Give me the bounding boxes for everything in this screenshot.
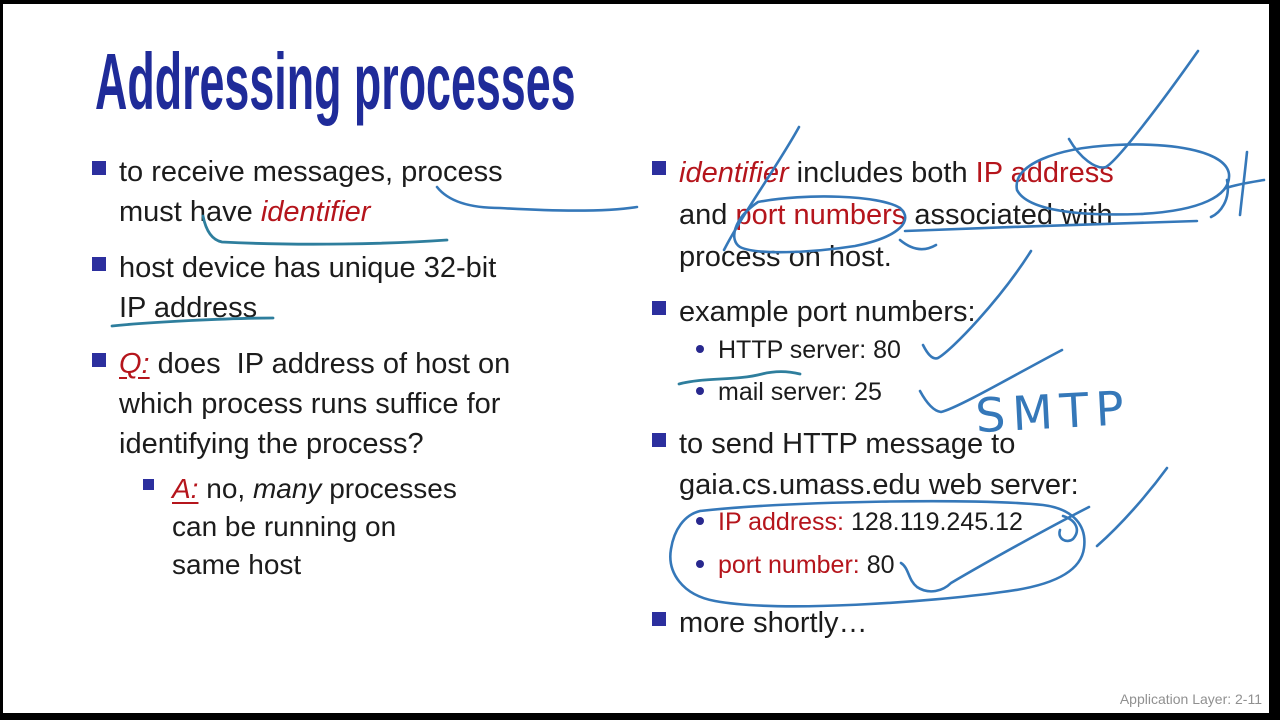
bullet-line: process on host. [679, 236, 1114, 278]
text-run: host device has unique 32-bit [119, 252, 497, 284]
bullet-square-icon [652, 301, 666, 315]
pen-curl-after-ip-value [1058, 514, 1079, 543]
slide: Addressing processes to receive messages… [3, 4, 1269, 713]
bullet-line: can be running on [172, 508, 457, 546]
pen-check-mail-25 [918, 348, 1064, 414]
text-run: gaia.cs.umass.edu web server: [679, 469, 1079, 501]
bullet-square-icon [652, 161, 666, 175]
bullet-line: to receive messages, process [119, 152, 503, 192]
slide-title: Addressing processes [95, 37, 576, 126]
text-run: example port numbers: [679, 296, 976, 328]
bullet-square-icon [92, 257, 106, 271]
text-run: process on host. [679, 241, 892, 273]
text-run: to receive messages, process [119, 156, 503, 188]
text-run: does IP address of host on [149, 348, 511, 380]
bullet-square-icon [143, 479, 154, 490]
q-label: Q: [119, 348, 150, 380]
ip-address-emphasis: IP address [975, 157, 1114, 189]
bullet-dot-icon [696, 345, 704, 353]
bullet-line: A: no, many processes [172, 470, 457, 508]
bullet-example-ports: example port numbers: [652, 292, 976, 332]
bullet-line: to send HTTP message to [679, 424, 1079, 465]
bullet-square-icon [92, 353, 106, 367]
pen-plus-sign [1224, 150, 1266, 217]
bullet-line: same host [172, 546, 457, 584]
sub-bullet-mail-server: mail server: 25 [696, 377, 882, 407]
bullet-line: identifying the process? [119, 424, 510, 464]
text-run: HTTP server: 80 [718, 336, 901, 364]
bullet-line: example port numbers: [679, 292, 976, 332]
text-run: to send HTTP message to [679, 428, 1016, 460]
bullet-square-icon [652, 612, 666, 626]
bullet-line: IP address: 128.119.245.12 [718, 507, 1023, 537]
bullet-more-shortly: more shortly… [652, 603, 868, 643]
text-run: and [679, 199, 736, 231]
text-run: processes [321, 473, 457, 504]
text-run: same host [172, 549, 302, 580]
bullet-line: Q: does IP address of host on [119, 344, 510, 384]
port-number-label: port number: [718, 551, 860, 579]
text-run: more shortly… [679, 607, 868, 639]
text-run: IP address [119, 292, 258, 324]
bullet-square-icon [92, 161, 106, 175]
bullet-host-device: host device has unique 32-bit IP address [92, 248, 496, 328]
many-emphasis: many [252, 473, 322, 504]
sub-bullet-ip-address: IP address: 128.119.245.12 [696, 507, 1023, 537]
pen-check-above-ip-address [1067, 49, 1200, 169]
bullet-line: host device has unique 32-bit [119, 248, 496, 288]
text-run: no, [198, 473, 253, 504]
bullet-answer: A: no, many processes can be running on … [143, 470, 457, 584]
bullet-dot-icon [696, 517, 704, 525]
text-run: must have [119, 196, 261, 228]
identifier-emphasis: identifier [679, 157, 789, 189]
port-numbers-emphasis: port numbers [735, 199, 907, 231]
a-label: A: [172, 473, 199, 504]
port-number-value: 80 [859, 551, 895, 579]
ip-address-value: 128.119.245.12 [844, 508, 1023, 536]
bullet-line: mail server: 25 [718, 377, 882, 407]
bullet-square-icon [652, 433, 666, 447]
sub-bullet-http-server: HTTP server: 80 [696, 335, 901, 365]
bullet-dot-icon [696, 560, 704, 568]
text-run: can be running on [172, 511, 397, 542]
slide-page-footer: Application Layer: 2-11 [1119, 691, 1262, 707]
bullet-line: which process runs suffice for [119, 384, 510, 424]
text-run: identifying the process? [119, 428, 424, 460]
bullet-question: Q: does IP address of host on which proc… [92, 344, 510, 464]
pen-circle-ip-address-tail [1209, 178, 1230, 219]
bullet-line: gaia.cs.umass.edu web server: [679, 465, 1079, 506]
bullet-line: HTTP server: 80 [718, 335, 901, 365]
text-run: associated with [906, 199, 1113, 231]
bullet-line: identifier includes both IP address [679, 152, 1114, 194]
bullet-identifier-includes: identifier includes both IP address and … [652, 152, 1114, 278]
text-run: which process runs suffice for [119, 388, 501, 420]
text-run: mail server: 25 [718, 378, 882, 406]
bullet-line: more shortly… [679, 603, 868, 643]
bullet-line: IP address [119, 288, 496, 328]
bullet-receive-messages: to receive messages, process must have i… [92, 152, 503, 232]
sub-bullet-port-number: port number: 80 [696, 550, 895, 580]
bullet-dot-icon [696, 387, 704, 395]
bullet-line: port number: 80 [718, 550, 895, 580]
bullet-send-http: to send HTTP message to gaia.cs.umass.ed… [652, 424, 1079, 506]
bullet-line: must have identifier [119, 192, 503, 232]
bullet-line: and port numbers associated with [679, 194, 1114, 236]
text-run: includes both [788, 157, 976, 189]
identifier-emphasis: identifier [260, 196, 371, 228]
pen-diagonal-right-of-ellipse [1095, 466, 1169, 548]
ip-address-label: IP address: [718, 508, 845, 536]
